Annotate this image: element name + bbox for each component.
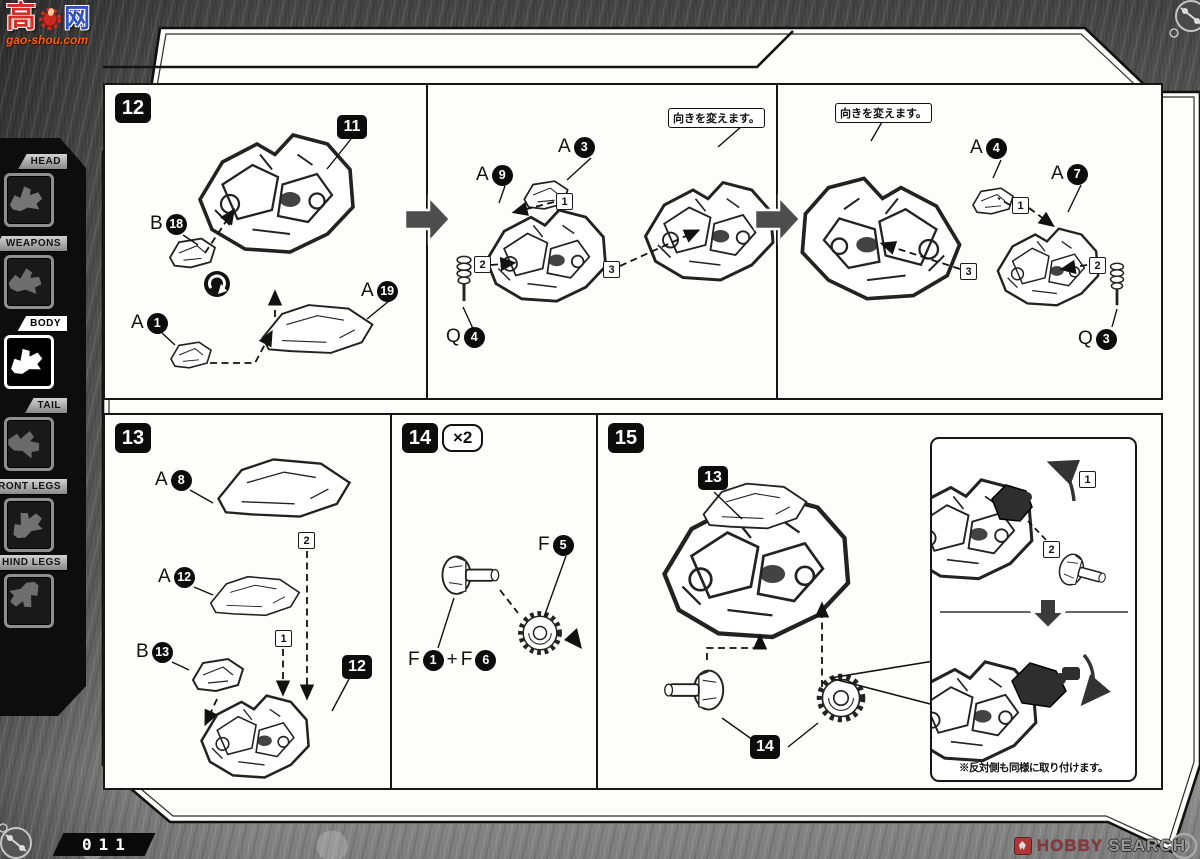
front-legs-thumbnail xyxy=(4,498,54,552)
hobby-search-watermark: HOBBY SEARCH xyxy=(1013,836,1186,856)
sidebar-item-tail: TAIL xyxy=(0,398,86,476)
gear-logo-bottom-left xyxy=(0,823,32,859)
assembly-ref-badge: 11 xyxy=(337,115,367,139)
hobby-word: HOBBY xyxy=(1036,836,1104,855)
multiplier-box: ×2 xyxy=(442,424,484,452)
sidebar-label-tail: TAIL xyxy=(24,398,67,414)
hind-legs-thumbnail xyxy=(4,574,54,628)
gear-logo-top-right xyxy=(1169,0,1200,38)
seq-box-2: 2 xyxy=(1043,541,1060,558)
page-number: 011 xyxy=(82,835,132,854)
seq-box-3: 3 xyxy=(960,263,977,280)
opposite-side-note: ※反対側も同様に取り付けます。 xyxy=(959,762,1108,774)
watermark-domain: gao-shou.com xyxy=(6,33,89,47)
detail-inset-panel: 1 2 ※反対側も同様に取り付けます。 xyxy=(930,437,1137,782)
sidebar-label-body: BODY xyxy=(17,316,67,332)
flow-arrow-1 xyxy=(403,193,452,246)
sidebar-item-weapons: WEAPONS xyxy=(0,236,86,314)
seq-box-1: 1 xyxy=(556,193,573,210)
step-number: 12 xyxy=(115,93,151,123)
sidebar-item-body: BODY xyxy=(0,316,86,394)
seq-box-1: 1 xyxy=(275,630,292,647)
flow-arrow-2 xyxy=(753,193,802,246)
tail-thumbnail xyxy=(4,417,54,471)
sidebar-item-hind-legs: HIND LEGS xyxy=(0,555,86,633)
sidebar-label-weapons: WEAPONS xyxy=(0,236,67,252)
weapons-thumbnail xyxy=(4,255,54,309)
step-15-diagram xyxy=(598,482,935,748)
assembly-ref-badge: 12 xyxy=(342,655,372,679)
sidebar-label-hind-legs: HIND LEGS xyxy=(0,555,67,571)
seq-box-2: 2 xyxy=(298,532,315,549)
watermark-char-left: 高 xyxy=(6,1,36,34)
orientation-callout: 向きを変えます。 xyxy=(835,103,932,123)
step-number: 14 xyxy=(402,423,438,453)
step-12-diagram xyxy=(161,85,1125,398)
seq-box-1: 1 xyxy=(1079,471,1096,488)
body-thumbnail xyxy=(4,335,54,389)
seq-box-2: 2 xyxy=(474,256,491,273)
sidebar-label-head: HEAD xyxy=(17,154,67,170)
search-word: SEARCH xyxy=(1108,836,1186,855)
step-13-diagram xyxy=(171,458,351,788)
gear-thumb-icon xyxy=(39,8,61,30)
page-number-plate: 011 xyxy=(52,833,156,856)
assembly-ref-badge: 13 xyxy=(698,466,728,490)
seq-box-1: 1 xyxy=(1012,197,1029,214)
orientation-callout: 向きを変えます。 xyxy=(668,108,765,128)
seq-box-3: 3 xyxy=(603,261,620,278)
sidebar-label-front-legs: FRONT LEGS xyxy=(0,479,67,495)
step-number: 15 xyxy=(608,423,644,453)
watermark-char-right: 网 xyxy=(64,3,91,33)
step-14-diagram xyxy=(437,555,582,788)
sidebar-item-front-legs: FRONT LEGS xyxy=(0,479,86,557)
step-number: 13 xyxy=(115,423,151,453)
head-thumbnail xyxy=(4,173,54,227)
frame-step-line xyxy=(103,30,794,69)
hobby-search-icon xyxy=(1013,837,1032,855)
rotate-icon xyxy=(204,271,230,297)
step-15-panel: 15 13 14 1 2 ※反対側も同様に取り xyxy=(596,413,1163,790)
section-sidebar: HEAD WEAPONS BODY TAIL FRONT LEGS HIND L… xyxy=(0,138,86,716)
seq-box-2: 2 xyxy=(1089,257,1106,274)
magnifier-icon xyxy=(1170,832,1198,859)
inset-diagram xyxy=(932,459,1128,763)
assembly-ref-badge: 14 xyxy=(750,735,780,759)
site-watermark: 高 网 gao-shou.com xyxy=(6,1,91,47)
sidebar-item-head: HEAD xyxy=(0,154,86,232)
